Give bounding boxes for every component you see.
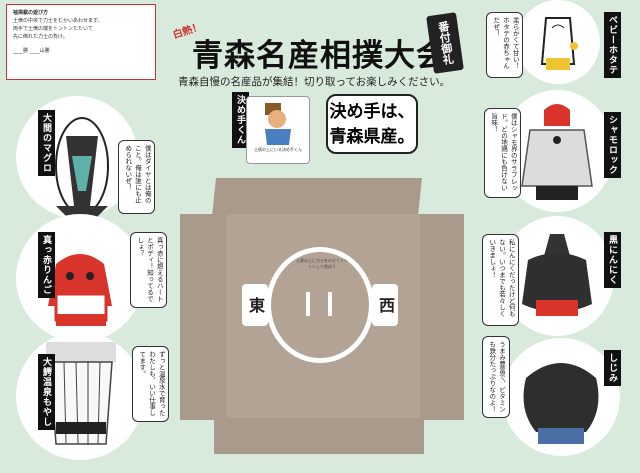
- instructions-line: 両手で土俵の端をトントンたたいて: [13, 26, 93, 32]
- east-sign: 東: [242, 284, 268, 326]
- rikishi-shamorock-name: シャモロック: [604, 112, 621, 178]
- instructions-note: 袖掲載の遊び方 土俵の中央で力士をむかいあわせます。 両手で土俵の端をトントンた…: [6, 4, 156, 80]
- kimete-kun-card: 土俵の上にいる決め手くん: [246, 96, 310, 164]
- clam-icon: [523, 363, 599, 444]
- dohyo-board-bottom-flap: [214, 416, 424, 454]
- apple-icon: [38, 254, 112, 326]
- dohyo-note: 土俵の上に力士をのせてトントンして遊ぼう: [296, 258, 348, 269]
- rikishi-hotate-name: ベビーホタテ: [604, 12, 621, 78]
- rikishi-shijimi-name: しじみ: [604, 350, 621, 386]
- rikishi-moyashi-name: 大鰐温泉もやし: [38, 354, 55, 430]
- shikiri-line: [306, 292, 310, 316]
- rikishi-shijimi-speech: うまみ豊富で、ビタミンも鉄分たっぷりなのよ！: [482, 336, 510, 418]
- rikishi-apple-speech: 真っ赤に燃えるハートとボディ！知ってるでしょ？: [130, 232, 168, 308]
- rikishi-moyashi-circle: [16, 332, 144, 460]
- rikishi-tuna-speech: 僕はダイヤとは俺のこと。俺は誰にも止められないぜ！: [118, 140, 156, 214]
- rikishi-tuna-name: 大間のマグロ: [38, 110, 55, 176]
- page-title: 青森名産相撲大会: [192, 38, 448, 74]
- shikiri-line: [328, 292, 332, 316]
- rikishi-garlic-name: 黒にんにく: [604, 232, 621, 288]
- rikishi-moyashi-speech: ずっと温泉水で育ったわたしも、いい仕事してます。: [132, 346, 170, 422]
- mascot-icon: [265, 103, 291, 145]
- rikishi-tuna-circle: [16, 96, 138, 218]
- page-subtitle: 青森自慢の名産品が集結！切り取ってお楽しみください。: [178, 76, 451, 88]
- tuna-icon: [55, 117, 109, 218]
- dohyo-board-left-flap: [180, 214, 226, 420]
- rikishi-garlic-speech: 私にんにくだったけど何もない。いつまでも若々しくいきましょ！: [482, 234, 520, 326]
- kimete-kun-caption: 土俵の上にいる決め手くん: [254, 147, 302, 152]
- instructions-line: ____勝 ____山勝: [13, 48, 50, 54]
- rikishi-apple-name: 真っ赤りんご: [38, 232, 55, 298]
- scallop-icon: [540, 17, 578, 70]
- rikishi-hotate-speech: 柔らかくて甘い！ホタテの赤ちゃんだぜ！: [486, 12, 524, 78]
- dohyo-board-right-flap: [418, 214, 464, 420]
- instructions-line: 土俵の中央で力士をむかいあわせます。: [13, 18, 103, 24]
- instructions-line: 先に倒れた力士の負け。: [13, 34, 68, 40]
- rikishi-shamorock-speech: 僕はシャモ界のサラブレッド。どの地鶏にも負けない旨味！: [484, 108, 522, 198]
- kimete-line1: 決め手は、: [329, 102, 415, 122]
- dohyo-ring: [266, 247, 374, 363]
- rikishi-shijimi-circle: [502, 338, 620, 456]
- dohyo-board-top-flap: [212, 178, 422, 216]
- west-sign: 西: [372, 284, 398, 326]
- kimete-speech: 決め手は、 青森県産。: [326, 94, 418, 154]
- garlic-icon: [522, 234, 592, 316]
- bean-sprout-icon: [46, 342, 116, 445]
- kimete-line2: 青森県産。: [329, 127, 415, 147]
- rikishi-apple-circle: [16, 214, 144, 342]
- instructions-heading: 袖掲載の遊び方: [13, 10, 49, 16]
- rooster-icon: [521, 104, 593, 200]
- kimete-kun-label: 決め手くん: [232, 92, 249, 148]
- rikishi-hotate-circle: [516, 0, 600, 84]
